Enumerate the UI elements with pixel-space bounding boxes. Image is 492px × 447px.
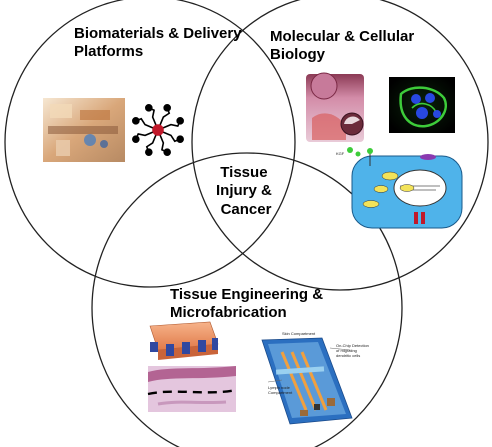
compartment-label: Compartment [268,390,293,395]
microfluidic-chip-image: Skin Compartment On-Chip Detection of mi… [261,331,369,425]
label-tissue-engineering: Tissue Engineering & Microfabrication [170,286,327,321]
kgf-label: KGF [336,151,345,156]
on-chip-label: On-Chip Detection [336,343,369,348]
skin-histology-image [306,72,364,142]
scaffold-image [149,321,219,360]
dendrimer-end [145,148,153,156]
label-biomaterials: Biomaterials & Delivery Platforms [74,25,246,60]
dendrimer-end [132,135,140,143]
dendrimer-end [145,104,153,112]
tissue-histology-image [147,366,237,412]
skin-compartment-label: Skin Compartment [282,331,316,336]
dendrimer-end [132,117,140,125]
migrating-label: of migrating [336,348,357,353]
dendritic-label: dendritic cells [336,353,360,358]
lymph-node-label: Lymph node [268,385,291,390]
cell-signaling-diagram: KGF [336,147,463,229]
fluorescence-micrograph-image [389,77,455,133]
dendrimer-end [176,135,184,143]
dendrimer-end [163,104,171,112]
label-molecular-biology: Molecular & Cellular Biology [270,28,418,63]
dendrimer-end [176,117,184,125]
circle-molecular-biology [191,0,489,291]
circle-tissue-engineering [91,152,403,447]
dendrimer-icon [132,104,184,156]
label-center: Tissue Injury & Cancer [216,164,276,218]
dendrimer-end [163,148,171,156]
lab-photo-image [43,98,125,162]
circle-biomaterials [4,0,296,288]
